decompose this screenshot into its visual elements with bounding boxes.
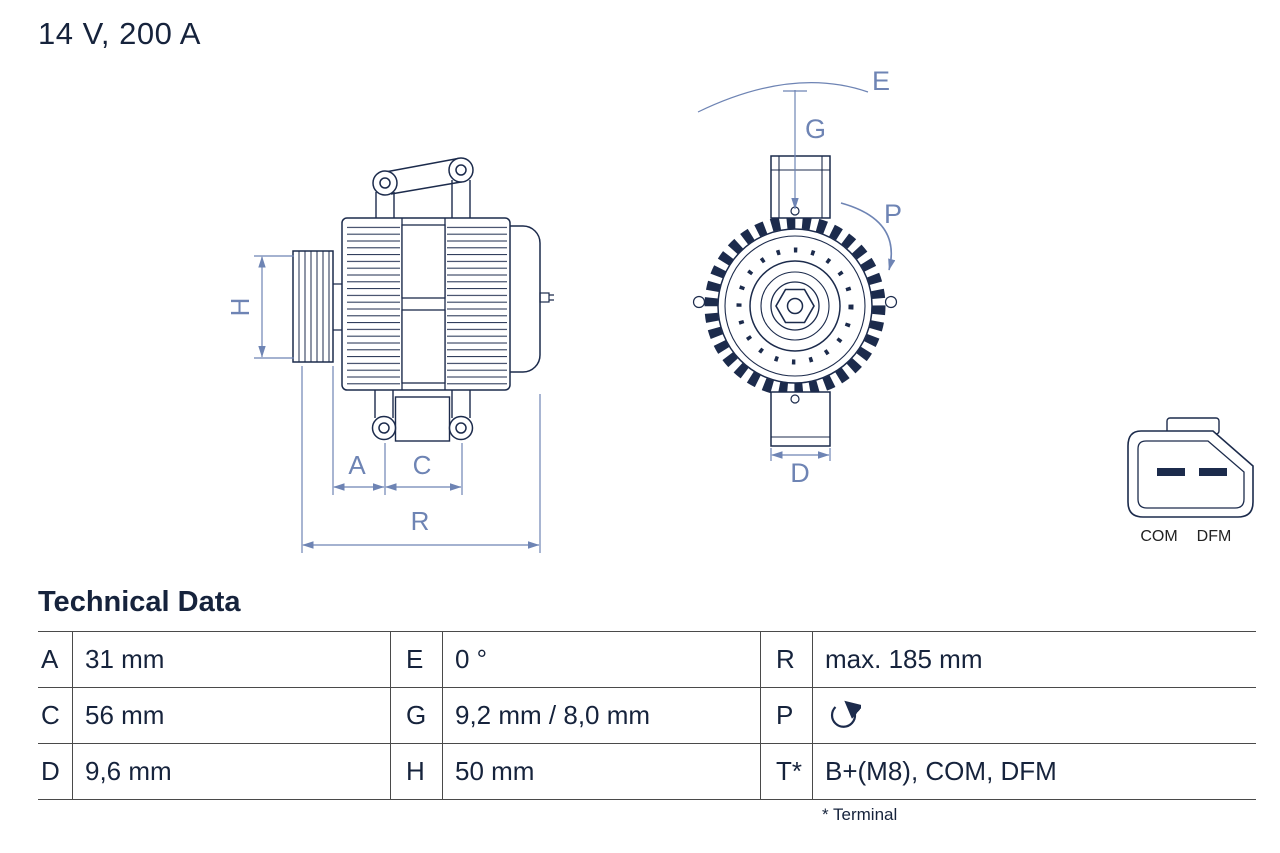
technical-data-heading: Technical Data <box>38 586 241 618</box>
param-value-c: 56 mm <box>72 688 390 743</box>
param-key-r: R <box>760 632 812 687</box>
side-view-dimension-labels: H A C R <box>225 298 431 536</box>
dimension-label-c: C <box>413 450 432 480</box>
connector-label-dfm: DFM <box>1197 528 1232 545</box>
param-key-t: T* <box>760 744 812 799</box>
side-view-dimensions <box>254 255 541 553</box>
dimension-label-p: P <box>884 199 902 229</box>
dimension-label-d: D <box>790 458 810 488</box>
param-value-h: 50 mm <box>442 744 760 799</box>
table-row: A 31 mm E 0 ° R max. 185 mm <box>38 632 1256 688</box>
alternator-side-view <box>292 157 554 442</box>
connector-labels: COM DFM <box>1140 528 1231 545</box>
front-view-dimension-labels: E G P D <box>790 66 902 488</box>
front-view-dimensions <box>697 82 896 461</box>
param-key-c: C <box>41 700 60 730</box>
dimension-label-h: H <box>225 298 255 317</box>
terminal-footnote: * Terminal <box>822 805 898 824</box>
param-key-h: H <box>390 744 442 799</box>
param-key-a: A <box>41 644 59 674</box>
param-value-d: 9,6 mm <box>72 744 390 799</box>
technical-data-table: A 31 mm E 0 ° R max. 185 mm C 56 mm G 9,… <box>38 631 1256 800</box>
dimension-label-a: A <box>348 450 366 480</box>
spec-title: 14 V, 200 A <box>38 16 201 51</box>
param-key-d: D <box>41 756 60 786</box>
dimension-label-r: R <box>411 506 430 536</box>
alternator-technical-drawing: H A C R <box>225 66 1254 553</box>
table-row: D 9,6 mm H 50 mm T* B+(M8), COM, DFM <box>38 744 1256 800</box>
technical-data-section: Technical Data A 31 mm E 0 ° R max. 185 … <box>38 586 1256 825</box>
param-value-r: max. 185 mm <box>812 632 1256 687</box>
dimension-label-g: G <box>805 114 826 144</box>
table-row: C 56 mm G 9,2 mm / 8,0 mm P <box>38 688 1256 744</box>
rotation-direction-icon <box>830 700 861 728</box>
param-value-t: B+(M8), COM, DFM <box>812 744 1256 799</box>
param-key-p: P <box>760 688 812 743</box>
param-key-e: E <box>390 632 442 687</box>
connector-label-com: COM <box>1140 528 1177 545</box>
terminal-dfm-pin <box>1199 468 1227 476</box>
param-value-e: 0 ° <box>442 632 760 687</box>
terminal-com-pin <box>1157 468 1185 476</box>
param-value-p <box>812 688 1256 743</box>
param-value-a: 31 mm <box>72 632 390 687</box>
dimension-label-e: E <box>872 66 890 96</box>
alternator-front-view <box>692 155 898 447</box>
connector-diagram <box>1127 417 1254 518</box>
param-key-g: G <box>390 688 442 743</box>
param-value-g: 9,2 mm / 8,0 mm <box>442 688 760 743</box>
